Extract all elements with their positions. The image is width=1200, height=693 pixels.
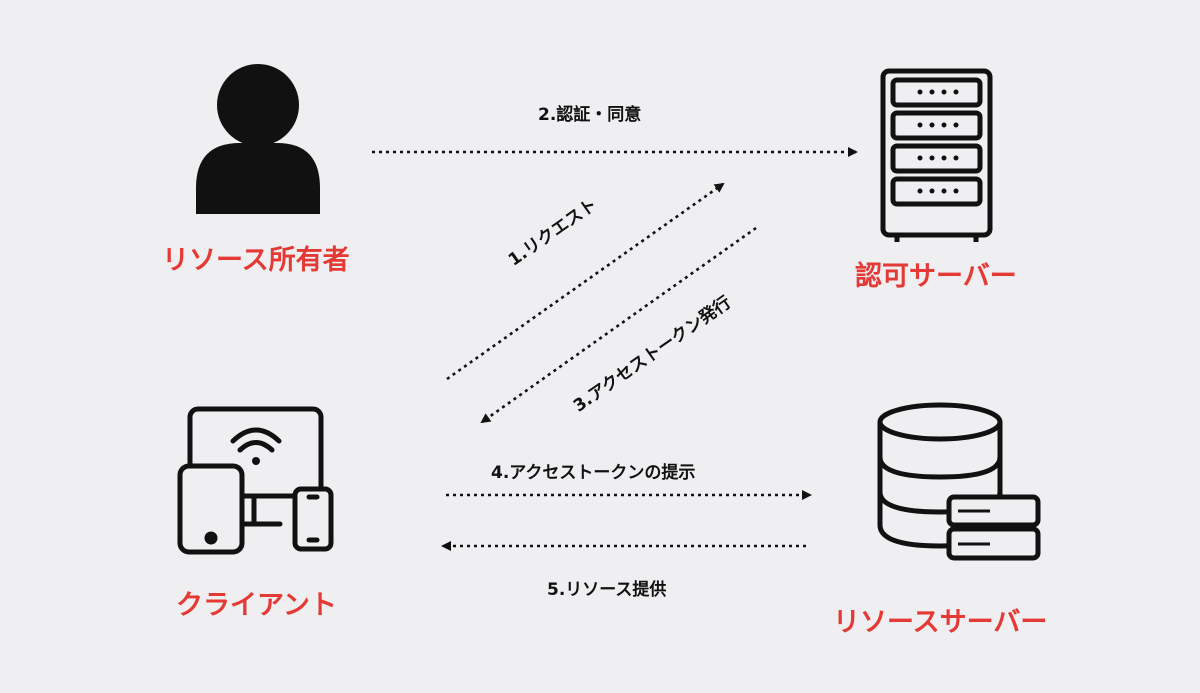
person-icon bbox=[196, 64, 320, 214]
flow-label-4: 4.アクセストークンの提示 bbox=[491, 463, 696, 483]
flow-label-5: 5.リソース提供 bbox=[547, 580, 667, 600]
resource-server-label: リソースサーバー bbox=[833, 607, 1048, 638]
devices-icon bbox=[177, 406, 334, 555]
wifi-dot bbox=[252, 457, 260, 465]
database-server-icon bbox=[877, 402, 1041, 561]
server-led-dots bbox=[917, 89, 959, 194]
client-label: クライアント bbox=[176, 590, 337, 621]
resource-owner-label: リソース所有者 bbox=[162, 245, 350, 276]
server-rack-icon bbox=[880, 68, 993, 242]
arrow-request bbox=[446, 182, 725, 381]
auth-server-label: 認可サーバー bbox=[855, 261, 1017, 292]
database-server-slots bbox=[958, 509, 990, 546]
flow-label-2: 2.認証・同意 bbox=[538, 105, 642, 125]
